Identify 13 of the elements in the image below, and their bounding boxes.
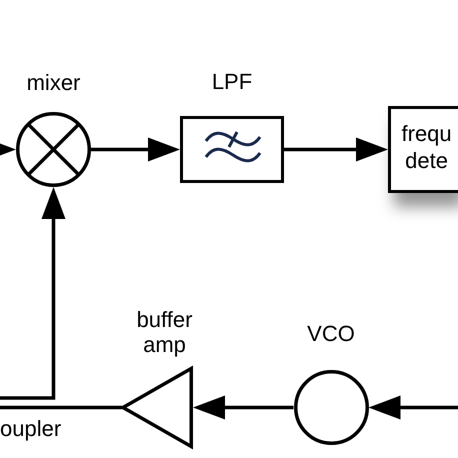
node-label: LPF [212, 69, 252, 95]
node-label: frequ dete [402, 120, 452, 174]
node-label: mixer [26, 70, 80, 96]
arrow [91, 138, 180, 162]
arrow [284, 138, 388, 162]
process-box [388, 106, 458, 193]
component-label: oupler [0, 416, 62, 442]
arrow [193, 396, 294, 420]
node-label: buffer amp [136, 307, 192, 357]
arrow [0, 187, 66, 400]
node-label: VCO [307, 321, 355, 347]
signal-line [0, 406, 122, 410]
arrow [368, 396, 458, 420]
